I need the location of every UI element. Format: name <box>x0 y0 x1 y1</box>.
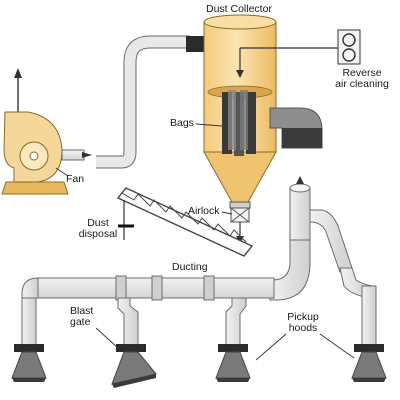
reverse-air-arrow <box>236 70 244 78</box>
left-drop-duct <box>21 297 37 347</box>
bags-leader <box>195 123 223 127</box>
label-dust-disposal-line-2: disposal <box>78 228 118 240</box>
airlock-leader <box>221 211 233 215</box>
label-dust-collector: Dust Collector <box>206 3 272 15</box>
label-ducting: Ducting <box>172 261 208 273</box>
right-drop-duct <box>361 285 377 347</box>
label-reverse-air-cleaning: Reverse air cleaning <box>332 68 392 90</box>
third-drop-duct <box>225 297 247 347</box>
riser-arrow <box>296 176 304 184</box>
collector-inlet-shadow <box>282 128 322 148</box>
label-reverse-air-line-2: air cleaning <box>335 78 389 90</box>
fan-outlet <box>61 149 85 161</box>
pickup-hood-4 <box>351 351 387 379</box>
fan-duct-outline <box>96 35 190 169</box>
dust-collector <box>203 14 340 244</box>
fan-unit <box>1 68 92 195</box>
label-airlock: Airlock <box>188 205 220 217</box>
label-pickup-hoods: Pickup hoods <box>280 312 326 334</box>
duct-joint-3 <box>203 275 215 301</box>
filter-bag-3 <box>246 92 256 154</box>
reverse-air-fan <box>337 29 361 65</box>
collector-hopper <box>203 151 277 203</box>
blast-gate-leader <box>95 327 119 349</box>
conveyor-frame <box>116 187 254 257</box>
right-branch-upper <box>309 209 353 273</box>
airlock-vane-2 <box>230 207 250 223</box>
collector-outlet-flange <box>186 36 206 52</box>
pickup-hoods <box>11 351 387 388</box>
pickup-hood-3 <box>215 351 251 379</box>
filter-bag-2 <box>234 92 244 156</box>
pickup-hoods-leader-right <box>319 333 355 359</box>
fan-leader <box>55 167 69 177</box>
label-blast-gate: Blast gate <box>70 306 93 328</box>
filter-bag-4 <box>228 90 236 150</box>
riser-top <box>289 183 311 193</box>
label-pickup-hoods-line-2: hoods <box>288 322 318 334</box>
blast-gate-4 <box>354 344 384 352</box>
reverse-air-wheel-top <box>342 33 356 47</box>
fan-outlet-arrow <box>82 152 92 158</box>
pickup-hood-4-lip <box>352 378 386 382</box>
pickup-hoods-leader-left <box>255 333 287 361</box>
airlock-neck <box>229 201 251 209</box>
conveyor-truss <box>121 192 247 243</box>
blast-gate-1 <box>14 344 44 352</box>
label-bags: Bags <box>170 117 194 129</box>
filter-bag-5 <box>240 90 248 150</box>
duct-joint-1 <box>115 275 127 301</box>
pickup-hood-1 <box>11 351 47 379</box>
label-fan: Fan <box>66 173 85 185</box>
reverse-air-wheel-bottom <box>342 48 356 62</box>
pickup-hood-2-lip <box>112 374 156 388</box>
pickup-hood-3-lip <box>216 378 250 382</box>
label-dust-disposal-line-1: Dust <box>87 217 109 229</box>
screw-conveyor <box>116 187 254 257</box>
filter-bag-1 <box>222 92 232 154</box>
label-reverse-air-line-1: Reverse <box>342 67 382 79</box>
riser-duct <box>289 187 311 241</box>
label-blast-gate-line-2: gate <box>70 316 91 328</box>
blast-gate-3 <box>218 344 248 352</box>
pickup-hood-1-lip <box>12 378 46 382</box>
left-elbow <box>21 277 39 301</box>
fan-hub <box>29 151 39 161</box>
second-drop-duct <box>117 297 139 347</box>
exhaust-arrow-head <box>14 68 22 78</box>
riser-elbow <box>269 239 311 301</box>
label-pickup-hoods-line-1: Pickup <box>287 311 319 323</box>
fan-base <box>1 181 69 195</box>
reverse-air-housing <box>337 29 361 65</box>
duct-joint-2 <box>151 275 163 301</box>
fan-duct <box>96 36 190 168</box>
collector-top <box>203 14 277 30</box>
blast-gate-2 <box>116 344 146 352</box>
label-blast-gate-line-1: Blast <box>70 305 94 317</box>
label-dust-disposal: Dust disposal <box>76 218 120 240</box>
